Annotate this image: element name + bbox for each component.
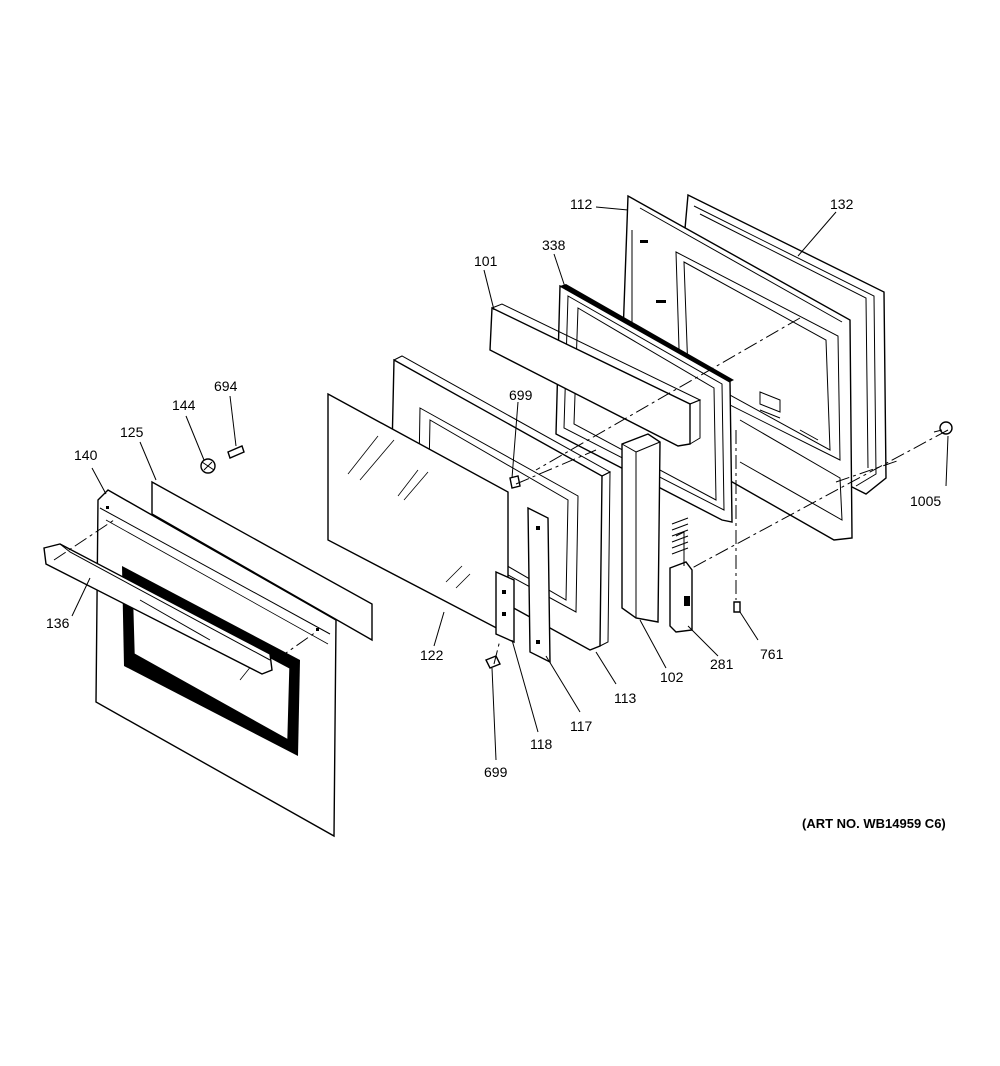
part-102-side-insulation	[621, 433, 661, 623]
part-281-hinge	[669, 517, 693, 633]
label-761: 761	[760, 646, 784, 662]
label-125: 125	[120, 424, 144, 440]
label-281: 281	[710, 656, 734, 672]
part-117-bracket	[527, 506, 551, 664]
label-102: 102	[660, 669, 684, 685]
label-112: 112	[570, 196, 593, 212]
label-1005: 1005	[910, 493, 941, 509]
part-labels: 112 132 338 101 699 694 144 125 140 1005…	[46, 196, 941, 780]
part-101-insulation	[489, 303, 702, 447]
label-694: 694	[214, 378, 238, 394]
label-101: 101	[474, 253, 498, 269]
label-122: 122	[420, 647, 444, 663]
art-number: (ART NO. WB14959 C6)	[802, 816, 946, 831]
label-144: 144	[172, 397, 196, 413]
label-132: 132	[830, 196, 854, 212]
screw-699-bottom	[485, 655, 501, 669]
label-118: 118	[530, 736, 553, 752]
label-113: 113	[614, 690, 637, 706]
screw-694	[227, 445, 245, 459]
label-140: 140	[74, 447, 98, 463]
label-699-bottom: 699	[484, 764, 508, 780]
screw-699-top	[509, 475, 521, 489]
leader-lines	[71, 206, 949, 761]
part-144-clip	[200, 458, 216, 474]
part-136-handle	[43, 543, 273, 675]
screw-1005	[933, 421, 953, 435]
label-338: 338	[542, 237, 566, 253]
part-118-bracket	[495, 570, 515, 644]
label-117: 117	[570, 718, 593, 734]
label-136: 136	[46, 615, 70, 631]
screw-761	[733, 601, 741, 613]
part-125-vent-trim	[151, 480, 373, 642]
alignment-lines	[53, 317, 949, 665]
label-699-top: 699	[509, 387, 533, 403]
